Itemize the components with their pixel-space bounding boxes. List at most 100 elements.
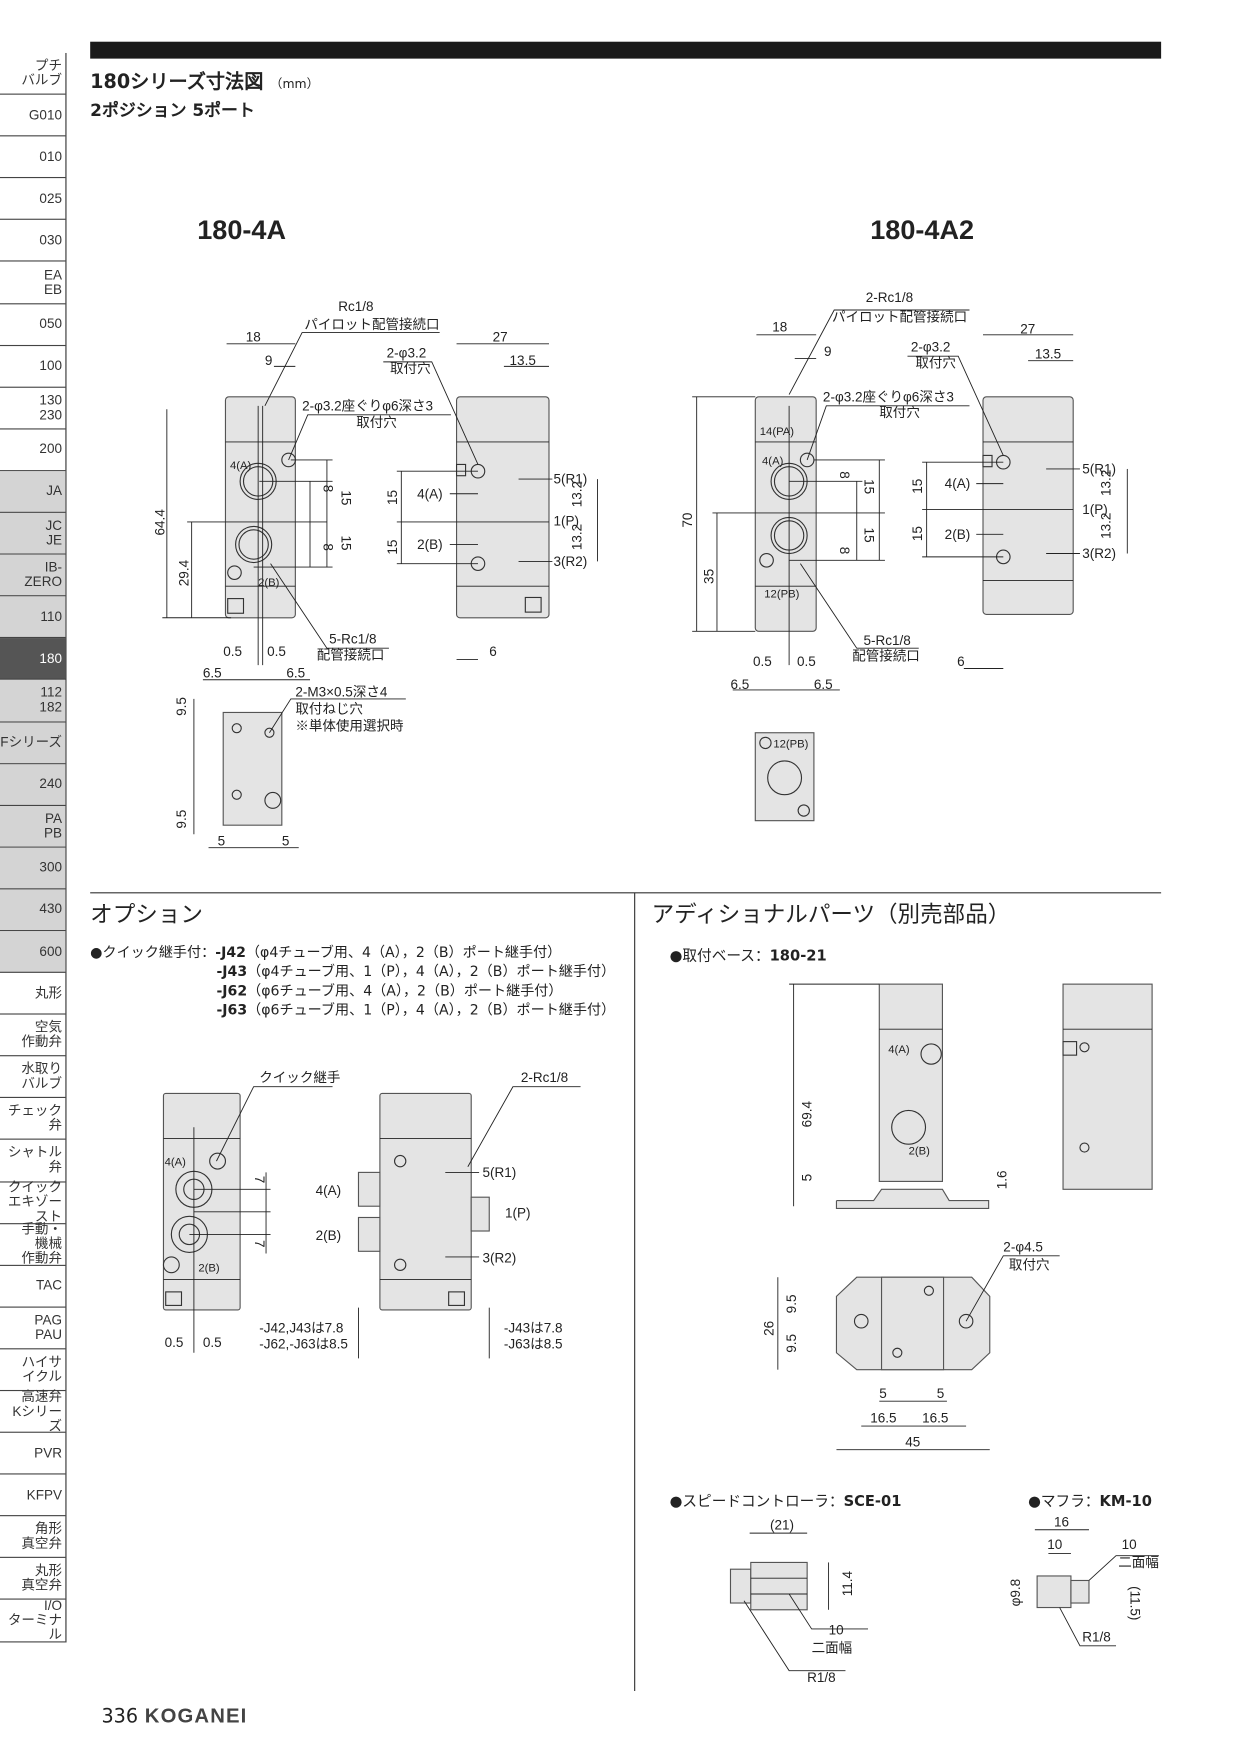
dimension-label: 10 bbox=[1047, 1537, 1062, 1552]
sidebar-item[interactable]: 水取り バルブ bbox=[0, 1057, 66, 1099]
sidebar-item[interactable]: 100 bbox=[0, 346, 66, 388]
dimension-label: 4(A) bbox=[316, 1183, 342, 1198]
dimension-label: 6.5 bbox=[203, 666, 222, 681]
dimension-label: 16.5 bbox=[870, 1411, 896, 1426]
dimension-label: 9.5 bbox=[784, 1334, 799, 1353]
base-code: 180-21 bbox=[769, 948, 827, 965]
dimension-label: 2(B) bbox=[198, 1263, 220, 1275]
dimension-label: 2-M3×0.5深さ4 bbox=[295, 685, 388, 700]
dimension-label: 11.4 bbox=[840, 1570, 855, 1596]
sidebar-item[interactable]: プチ バルブ bbox=[0, 53, 66, 95]
drawing-180-4a2: 180-4A2 14(PA)4(A)12(PB) 18 9 2-Rc1/8パイロ… bbox=[680, 215, 1128, 822]
dimension-label: 2(B) bbox=[417, 537, 443, 552]
sidebar-item[interactable]: IB- ZERO bbox=[0, 554, 66, 597]
page-title: 180シリーズ寸法図 （mm） bbox=[90, 65, 319, 94]
dimension-label: 配管接続口 bbox=[852, 648, 920, 664]
dimension-label: (21) bbox=[770, 1518, 794, 1533]
sidebar-item[interactable]: 110 bbox=[0, 596, 66, 639]
dimension-label: 18 bbox=[246, 330, 261, 345]
sidebar-item[interactable]: JC JE bbox=[0, 512, 66, 555]
sidebar-item[interactable]: KFPV bbox=[0, 1475, 66, 1517]
sidebar-item[interactable]: チェック弁 bbox=[0, 1098, 66, 1141]
dimension-label: 5-Rc1/8 bbox=[864, 633, 911, 648]
dimension-label: ※単体使用選択時 bbox=[295, 717, 404, 733]
sidebar-item[interactable]: PA PB bbox=[0, 805, 66, 848]
sidebar-item[interactable]: 高速弁 Kシリーズ bbox=[0, 1389, 66, 1433]
dimension-label: クイック継手 bbox=[259, 1070, 340, 1085]
options-heading: オプション bbox=[90, 900, 203, 928]
dimension-label: 15 bbox=[339, 535, 354, 550]
dimension-label: 2-φ3.2座ぐりφ6深さ3 bbox=[823, 389, 954, 404]
valve-front-view bbox=[224, 396, 296, 619]
dimension-label: 15 bbox=[385, 540, 400, 555]
sidebar-item[interactable]: I/O ターミナル bbox=[0, 1598, 66, 1642]
dimension-label: 15 bbox=[910, 526, 925, 541]
sidebar-item[interactable]: PAG PAU bbox=[0, 1307, 66, 1350]
sidebar-item[interactable]: 300 bbox=[0, 847, 66, 890]
sidebar-item[interactable]: 010 bbox=[0, 137, 66, 179]
dimension-label: 13.2 bbox=[1098, 470, 1113, 496]
dimension-label: 13.2 bbox=[1098, 513, 1113, 539]
dimension-label: 1(P) bbox=[505, 1205, 531, 1220]
dimension-label: φ9.8 bbox=[1008, 1579, 1023, 1607]
sidebar-item[interactable]: 空気 作動弁 bbox=[0, 1015, 66, 1057]
sidebar-item[interactable]: PVR bbox=[0, 1433, 66, 1475]
dimension-label: 12(PB) bbox=[764, 588, 799, 600]
brand-logo: KOGANEI bbox=[144, 1704, 248, 1728]
dimension-label: 15 bbox=[862, 479, 877, 494]
sidebar-item[interactable]: 丸形 bbox=[0, 973, 66, 1015]
sidebar-item[interactable]: 600 bbox=[0, 931, 66, 973]
sidebar-item[interactable]: 112 182 bbox=[0, 680, 66, 723]
dimension-label: -J43は7.8 bbox=[504, 1320, 563, 1335]
dimension-label: 13.5 bbox=[1035, 346, 1061, 361]
sidebar-item[interactable]: シャトル弁 bbox=[0, 1140, 66, 1183]
parts-heading: アディショナルパーツ（別売部品） bbox=[651, 900, 1011, 928]
sidebar-item[interactable]: クイック エキゾースト bbox=[0, 1180, 66, 1224]
dimension-label: 12(PB) bbox=[773, 738, 808, 750]
sidebar-item[interactable]: 200 bbox=[0, 429, 66, 472]
sidebar-item[interactable]: TAC bbox=[0, 1266, 66, 1308]
sidebar-item[interactable]: 180 bbox=[0, 638, 66, 681]
dimension-label: 35 bbox=[702, 569, 717, 584]
model-label: 180-4A2 bbox=[870, 215, 974, 245]
sidebar-item[interactable]: 角形 真空弁 bbox=[0, 1517, 66, 1559]
dimension-label: 69.4 bbox=[800, 1101, 815, 1128]
dimension-label: パイロット配管接続口 bbox=[304, 316, 439, 332]
dimension-label: 8 bbox=[321, 543, 336, 551]
sidebar-item[interactable]: 025 bbox=[0, 178, 66, 221]
sidebar-item[interactable]: JA bbox=[0, 471, 66, 513]
dimension-label: 7 bbox=[252, 1240, 267, 1248]
sidebar-item[interactable]: 030 bbox=[0, 220, 66, 263]
dimension-label: 5 bbox=[879, 1386, 887, 1401]
sidebar-item[interactable]: 050 bbox=[0, 304, 66, 346]
valve-side-view bbox=[455, 396, 550, 619]
dimension-label: 18 bbox=[772, 319, 787, 334]
sidebar-item[interactable]: G010 bbox=[0, 95, 66, 137]
dimension-label: 3(R2) bbox=[554, 554, 588, 569]
sidebar-item[interactable]: 430 bbox=[0, 889, 66, 932]
dimension-label: 10 bbox=[1122, 1537, 1137, 1552]
option-code: -J42 bbox=[215, 943, 246, 961]
sidebar-item[interactable]: 手動・ 機械 作動弁 bbox=[0, 1222, 66, 1266]
options-list: ●クイック継手付：-J42（φ4チューブ用、4（A），2（B）ポート継手付） -… bbox=[90, 942, 615, 1019]
sce-label: ●スピードコントローラ：SCE-01 bbox=[669, 1493, 902, 1511]
dimension-label: R1/8 bbox=[807, 1670, 836, 1685]
dimension-label: 4(A) bbox=[888, 1044, 910, 1056]
dimension-label: 70 bbox=[680, 513, 695, 528]
dimension-label: 5 bbox=[218, 833, 226, 848]
dimension-label: 14(PA) bbox=[760, 426, 794, 438]
dimension-label: 8 bbox=[837, 547, 852, 555]
sidebar-item[interactable]: EA EB bbox=[0, 262, 66, 304]
sidebar-item[interactable]: 240 bbox=[0, 763, 66, 806]
sidebar-item[interactable]: 丸形 真空弁 bbox=[0, 1558, 66, 1601]
dimension-label: 16.5 bbox=[922, 1411, 948, 1426]
option-desc: （φ6チューブ用、4（A），2（B）ポート継手付） bbox=[247, 981, 563, 999]
sidebar-item[interactable]: 130 230 bbox=[0, 388, 66, 430]
dimension-label: 二面幅 bbox=[812, 1641, 853, 1656]
dimension-label: 2-φ4.5 bbox=[1003, 1239, 1043, 1254]
dimension-label: 6.5 bbox=[286, 666, 305, 681]
dimension-label: 二面幅 bbox=[1118, 1555, 1159, 1570]
sidebar-item[interactable]: ハイサ イクル bbox=[0, 1349, 66, 1392]
sidebar-item[interactable]: Fシリーズ bbox=[0, 722, 66, 764]
